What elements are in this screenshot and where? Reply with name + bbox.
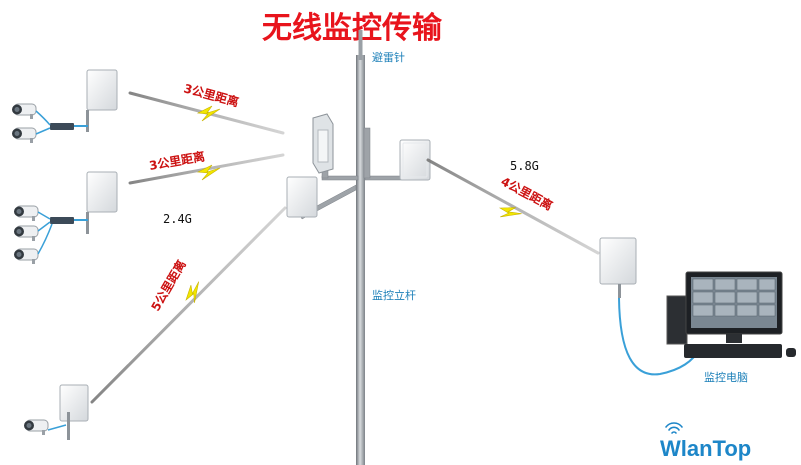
site-1: [11, 69, 118, 144]
band-label-5-8g: 5.8G: [510, 159, 539, 173]
wifi-signal-icon: [665, 422, 683, 434]
lightning-rod: [358, 30, 363, 60]
camera-icon: [13, 205, 39, 222]
antenna-panel-icon: [86, 69, 118, 111]
brand-logo: WlanTop: [660, 422, 751, 461]
network-switch-icon: [50, 217, 74, 224]
monitoring-pole: [356, 55, 365, 465]
link-distance-label: 3公里距离: [182, 80, 240, 109]
antenna-panel-icon: [59, 384, 89, 422]
band-label-2-4g: 2.4G: [163, 212, 192, 226]
monitoring-pole-label: 监控立杆: [372, 288, 416, 302]
camera-icon: [13, 225, 39, 242]
lightning-bolt-icon: [197, 105, 221, 122]
network-cable: [618, 297, 701, 376]
camera-icon: [13, 248, 39, 265]
wireless-links: [90, 91, 600, 404]
pole-antenna-low-left: [286, 176, 318, 218]
diagram-title: 无线监控传输: [262, 11, 443, 46]
link-beam: [90, 206, 287, 404]
receiver-site: 监控电脑: [599, 237, 796, 384]
pole-antenna-right: [399, 139, 431, 181]
link-distance-label: 5公里距离: [148, 257, 189, 313]
computer-label: 监控电脑: [704, 370, 748, 384]
link-distance-label: 4公里距离: [499, 173, 556, 213]
camera-icon: [23, 419, 49, 436]
network-switch-icon: [50, 123, 74, 130]
lightning-bolt-icon: [498, 207, 522, 218]
camera-icon: [11, 127, 37, 144]
site-3: [23, 384, 89, 440]
computer-icon: [666, 271, 796, 358]
site-2: [13, 171, 118, 265]
brand-name: WlanTop: [660, 436, 751, 461]
antenna-panel-icon: [86, 171, 118, 213]
lightning-rod-label: 避雷针: [372, 50, 405, 64]
link-beam: [426, 158, 600, 255]
lightning-bolt-icon: [185, 281, 200, 303]
antenna-panel-icon: [599, 237, 637, 285]
camera-icon: [11, 103, 37, 120]
pole-antenna-top-left: [312, 113, 334, 174]
